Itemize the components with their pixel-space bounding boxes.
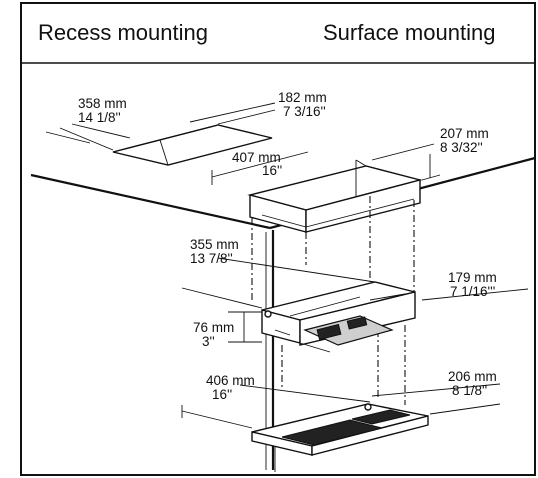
dim-cutout-depth-in: 7 3/16'' <box>283 104 326 119</box>
grille <box>251 403 429 472</box>
header-recess-mounting: Recess mounting <box>38 20 208 45</box>
dim-box-width-in: 16'' <box>262 163 282 178</box>
dim-box-depth-mm: 207 mm <box>440 126 489 141</box>
dim-grille-width-in: 16'' <box>212 387 232 402</box>
grille-dimension-lines <box>181 383 501 429</box>
dim-grille-width-mm: 406 mm <box>206 373 255 388</box>
recess-cutout <box>112 124 273 166</box>
unit-dimension-lines <box>181 257 529 343</box>
outer-border <box>20 2 536 476</box>
header-surface-mounting: Surface mounting <box>323 20 495 45</box>
cutout-dimension-lines <box>45 102 276 151</box>
surface-box <box>247 159 423 233</box>
dim-cutout-width-mm: 358 mm <box>78 96 127 111</box>
dim-box-width-mm: 407 mm <box>232 150 281 165</box>
dim-unit-height-mm: 76 mm <box>193 320 234 335</box>
dim-unit-height-in: 3'' <box>202 334 215 349</box>
dim-box-depth-in: 8 3/32'' <box>440 140 483 155</box>
dim-cutout-width-in: 14 1/8'' <box>78 110 121 125</box>
dim-unit-depth-mm: 179 mm <box>448 270 497 285</box>
alignment-lines <box>251 196 415 405</box>
box-dimension-lines <box>211 143 441 185</box>
dim-unit-depth-in: 7 1/16''' <box>450 284 495 299</box>
dim-unit-width-mm: 355 mm <box>190 237 239 252</box>
dim-cutout-depth-mm: 182 mm <box>278 90 327 105</box>
dim-grille-depth-in: 8 1/8'' <box>452 383 487 398</box>
dim-grille-depth-mm: 206 mm <box>448 369 497 384</box>
fan-unit <box>261 281 416 353</box>
dim-unit-width-in: 13 7/8'' <box>190 251 233 266</box>
